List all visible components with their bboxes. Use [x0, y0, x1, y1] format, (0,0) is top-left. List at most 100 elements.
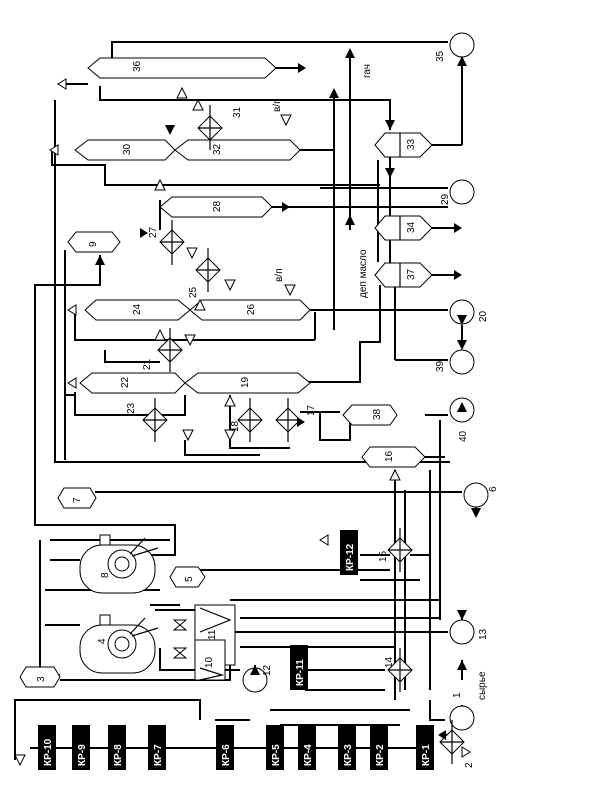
vessel-16	[361, 446, 426, 468]
crystallizers: КР-1 КР-2 КР-3 КР-4 КР-5 КР-6 КР-7 КР-8 КР-9 КР-1…	[38, 530, 434, 770]
pump-29	[449, 179, 475, 205]
vessel-33	[374, 132, 433, 158]
label-8: 8	[100, 572, 111, 578]
label-6: 6	[488, 486, 499, 492]
valve-top	[172, 619, 188, 631]
exchanger-14	[387, 648, 413, 692]
column-10-11	[194, 604, 236, 681]
pump-1	[449, 705, 475, 731]
crystallizer-4: КР-4	[298, 725, 316, 770]
pump-13	[449, 619, 475, 645]
vessel-5	[169, 566, 206, 588]
crystallizer-label: КР-10	[43, 738, 54, 766]
label-37: 37	[406, 268, 417, 280]
label-32: 32	[212, 143, 223, 155]
valve-bottom	[172, 647, 188, 659]
crystallizer-11: КР-11	[290, 645, 308, 690]
stream-feed: сырье	[477, 671, 488, 700]
stream-vp-mid: в/п	[274, 268, 285, 282]
valves	[172, 619, 188, 659]
crystallizer-2: КР-2	[370, 725, 388, 770]
crystallizer-label: КР-12	[345, 543, 356, 571]
crystallizer-label: КР-11	[295, 659, 306, 686]
crystallizer-label: КР-2	[375, 744, 386, 766]
label-27: 27	[148, 226, 159, 238]
vessel-9	[67, 231, 121, 253]
label-13: 13	[478, 628, 489, 640]
crystallizer-7: КР-7	[148, 725, 166, 770]
label-1: 1	[452, 692, 463, 698]
label-10: 10	[204, 656, 215, 668]
label-21: 21	[142, 358, 153, 370]
exchanger-15	[387, 528, 413, 572]
label-11: 11	[207, 629, 218, 640]
pump-6	[463, 482, 489, 508]
exchanger-31	[197, 105, 223, 150]
exchanger-18	[237, 398, 263, 442]
pump-39	[449, 349, 475, 375]
label-34: 34	[406, 221, 417, 233]
exchanger-25	[195, 248, 221, 292]
pump-35	[449, 32, 475, 58]
crystallizer-label: КР-9	[77, 744, 88, 766]
label-31: 31	[232, 106, 243, 118]
crystallizer-label: КР-1	[421, 744, 432, 766]
exchanger-21	[157, 328, 183, 372]
vessel-26	[189, 299, 311, 321]
crystallizer-6: КР-6	[216, 725, 234, 770]
crystallizer-3: КР-3	[338, 725, 356, 770]
label-40: 40	[458, 430, 469, 442]
label-23: 23	[126, 402, 137, 414]
label-17: 17	[306, 404, 317, 416]
exchanger-27	[159, 220, 185, 265]
label-12: 12	[262, 664, 273, 676]
vessel-3	[19, 666, 61, 688]
crystallizer-10: КР-10	[38, 725, 56, 770]
crystallizer-12: КР-12	[340, 530, 358, 575]
label-5: 5	[184, 576, 195, 582]
vessel-28	[159, 196, 273, 218]
vessel-34	[374, 215, 433, 241]
exchanger-17	[275, 398, 301, 442]
crystallizer-1: КР-1	[416, 725, 434, 770]
label-20: 20	[478, 310, 489, 322]
label-22: 22	[120, 376, 131, 388]
arrows	[14, 48, 481, 767]
vessel-22	[79, 372, 186, 394]
vessel-32	[174, 139, 301, 161]
crystallizer-label: КР-6	[221, 744, 232, 766]
stream-vp-top: в/п	[272, 98, 283, 112]
label-3: 3	[36, 676, 47, 682]
label-16: 16	[384, 450, 395, 462]
vessel-7	[57, 487, 97, 509]
label-25: 25	[188, 286, 199, 298]
crystallizer-label: КР-7	[153, 744, 164, 766]
crystallizer-8: КР-8	[108, 725, 126, 770]
label-30: 30	[122, 143, 133, 155]
label-39: 39	[435, 360, 446, 372]
label-29: 29	[440, 193, 451, 205]
vessel-38	[342, 404, 398, 426]
label-7: 7	[72, 497, 83, 503]
label-26: 26	[246, 303, 257, 315]
label-19: 19	[240, 376, 251, 388]
crystallizer-label: КР-8	[113, 744, 124, 766]
label-35: 35	[435, 50, 446, 62]
label-36: 36	[132, 60, 143, 72]
label-2: 2	[464, 762, 475, 768]
label-24: 24	[132, 303, 143, 315]
reactors	[79, 534, 159, 674]
vessel-19	[184, 372, 311, 394]
label-15: 15	[378, 550, 389, 562]
crystallizer-9: КР-9	[72, 725, 90, 770]
label-28: 28	[212, 200, 223, 212]
exchanger-23	[142, 398, 168, 442]
label-38: 38	[372, 408, 383, 420]
label-4: 4	[97, 638, 108, 644]
stream-dep-oil: деп масло	[358, 249, 369, 298]
label-33: 33	[406, 138, 417, 150]
vessel-36	[87, 57, 277, 79]
vessels	[19, 57, 433, 688]
crystallizer-5: КР-5	[266, 725, 284, 770]
